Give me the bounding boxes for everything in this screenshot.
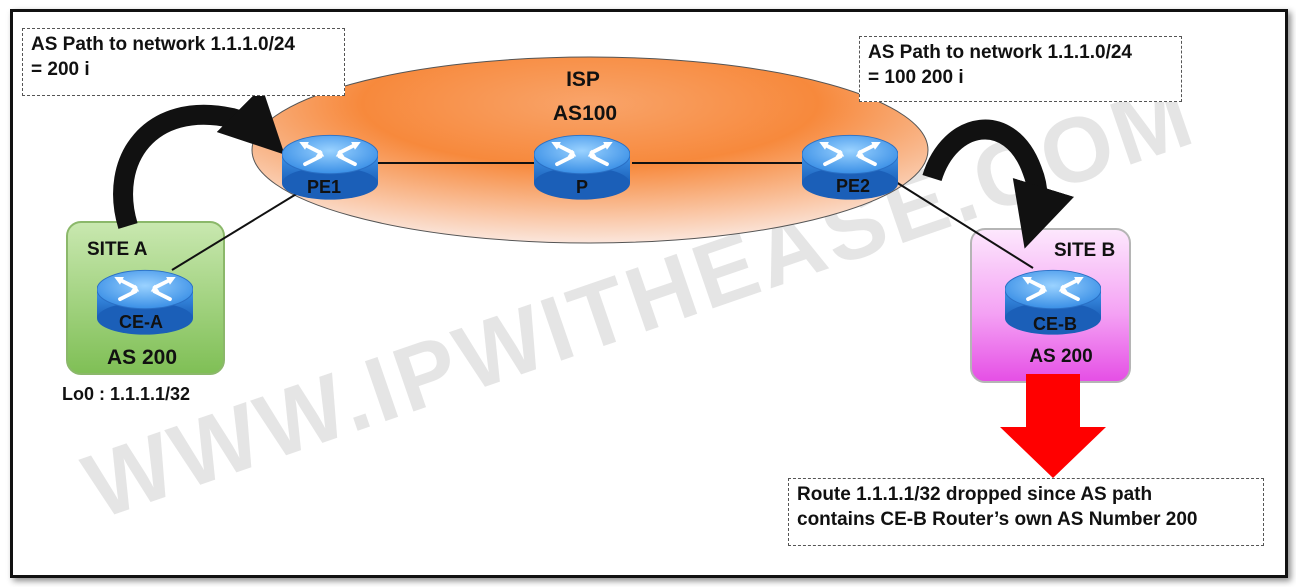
- right-as-path-note: AS Path to network 1.1.1.0/24 = 100 200 …: [859, 36, 1182, 102]
- drop-note-line2: contains CE-B Router’s own AS Number 200: [797, 509, 1198, 530]
- right-note-line1: AS Path to network 1.1.1.0/24: [868, 42, 1132, 63]
- arrow-pe2-to-ceb: [922, 119, 1074, 249]
- pe1-label: PE1: [307, 177, 341, 197]
- site-a-as: AS 200: [107, 346, 177, 369]
- link-cea-pe1: [171, 192, 299, 271]
- drop-note-line1: Route 1.1.1.1/32 dropped since AS path: [797, 484, 1153, 505]
- right-note-line2: = 100 200 i: [868, 67, 964, 88]
- ce-a-label: CE-A: [119, 312, 163, 332]
- site-b-title: SITE B: [1054, 240, 1115, 261]
- site-b-as: AS 200: [1029, 346, 1092, 367]
- isp-as: AS100: [553, 102, 617, 125]
- drop-arrow: [1000, 374, 1106, 478]
- site-a-loopback: Lo0 : 1.1.1.1/32: [62, 384, 190, 404]
- isp-name: ISP: [566, 68, 600, 91]
- ce-b-label: CE-B: [1033, 314, 1077, 334]
- left-note-line2: = 200 i: [31, 59, 90, 80]
- left-note-line1: AS Path to network 1.1.1.0/24: [31, 34, 295, 55]
- drop-reason-note: Route 1.1.1.1/32 dropped since AS path c…: [788, 478, 1264, 546]
- link-pe2-ceb: [895, 181, 1034, 269]
- pe2-label: PE2: [836, 176, 870, 196]
- left-as-path-note: AS Path to network 1.1.1.0/24 = 200 i: [22, 28, 345, 96]
- arrow-cea-to-pe1: [113, 86, 285, 229]
- site-a-title: SITE A: [87, 239, 148, 260]
- p-label: P: [576, 177, 588, 197]
